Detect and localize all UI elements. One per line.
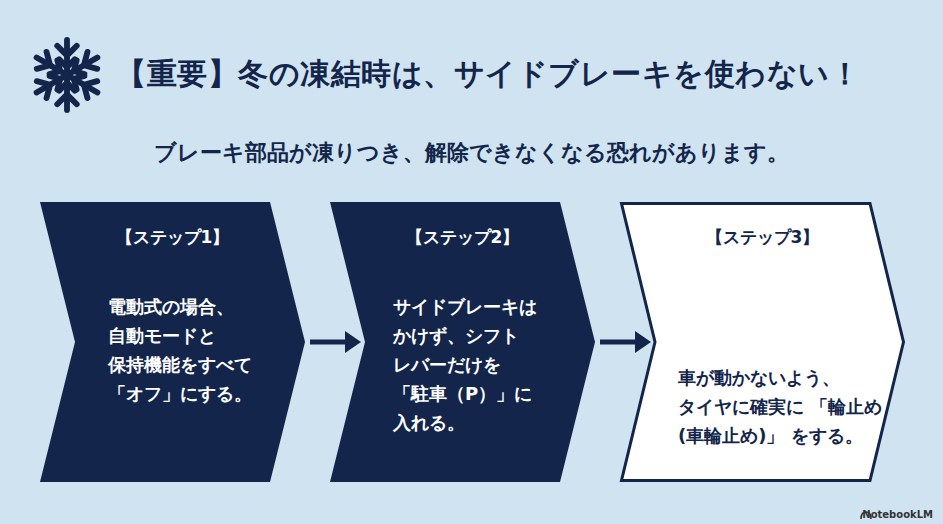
step-chevron: 【ステップ1】電動式の場合、 自動モードと 保持機能をすべて 「オフ」にする。 — [40, 202, 305, 482]
flow-arrow — [600, 331, 651, 353]
flow-arrow — [310, 331, 361, 353]
step-body: サイドブレーキは かけず、シフト レバーだけを 「駐車（P）」に 入れる。 — [393, 292, 553, 437]
step-chevron: 【ステップ2】サイドブレーキは かけず、シフト レバーだけを 「駐車（P）」に … — [330, 202, 595, 482]
watermark: NotebookLM — [862, 509, 933, 520]
step-chevron: 【ステップ3】車が動かないよう、 タイヤに確実に 「輪止め(車輪止め)」 をする… — [620, 202, 905, 482]
step-body: 車が動かないよう、 タイヤに確実に 「輪止め(車輪止め)」 をする。 — [678, 363, 883, 450]
step-heading: 【ステップ2】 — [365, 226, 560, 249]
step-heading: 【ステップ3】 — [655, 226, 870, 249]
subtitle: ブレーキ部品が凍りつき、解除できなくなる恐れがあります。 — [0, 138, 943, 168]
snowflake-icon — [28, 36, 106, 114]
step-body: 電動式の場合、 自動モードと 保持機能をすべて 「オフ」にする。 — [108, 292, 268, 408]
title: 【重要】冬の凍結時は、サイドブレーキを使わない！ — [116, 54, 860, 95]
step-heading: 【ステップ1】 — [75, 226, 270, 249]
